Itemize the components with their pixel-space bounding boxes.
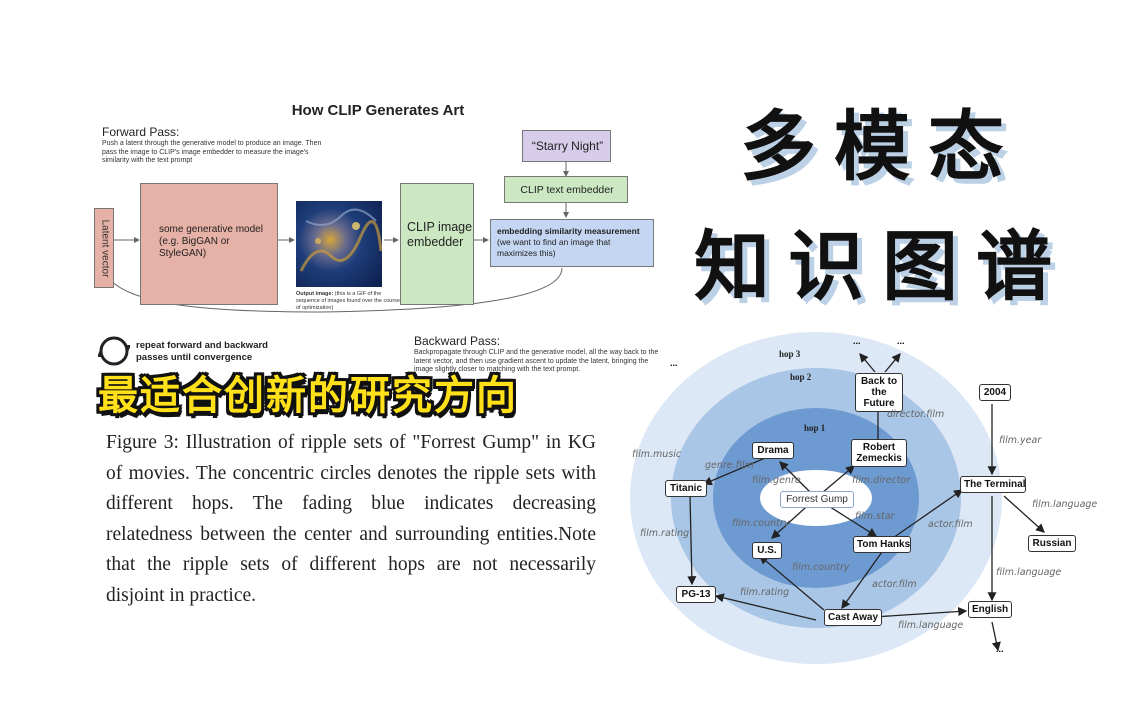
kg-ellipsis-top-right: ...	[897, 336, 905, 346]
headline-multimodal: 多模态	[740, 102, 1022, 191]
repeat-cycle-icon	[98, 336, 130, 366]
clip-diagram-title: How CLIP Generates Art	[291, 102, 465, 119]
edge-director-film: director.film	[887, 409, 945, 420]
node-back-to-the-future: Back to the Future	[855, 373, 903, 412]
clip-image-embedder-label: CLIP image embedder	[407, 220, 473, 249]
edge-film-language-3: film.language	[898, 620, 964, 631]
node-english: English	[968, 601, 1012, 618]
node-us: U.S.	[752, 542, 782, 559]
node-russian: Russian	[1028, 535, 1076, 552]
similarity-measurement-box: embedding similarity measurement (we wan…	[490, 219, 654, 267]
headline-banner: 最适合创新的研究方向	[98, 373, 518, 419]
clip-text-embedder-label: CLIP text embedder	[520, 184, 614, 196]
clip-image-embedder-box: CLIP image embedder	[400, 183, 474, 305]
edge-film-star: film.star	[855, 511, 895, 522]
edge-actor-film-1: actor.film	[928, 519, 973, 530]
node-the-terminal: The Terminal	[960, 476, 1026, 493]
edge-film-year: film.year	[999, 435, 1042, 446]
generative-model-box: some generative model (e.g. BigGAN or St…	[140, 183, 278, 305]
edge-film-country-2: film.country	[792, 562, 850, 573]
kg-ellipsis-top-left: ...	[853, 336, 861, 346]
clip-text-embedder-box: CLIP text embedder	[504, 176, 628, 203]
similarity-measurement-label: embedding similarity measurement (we wan…	[497, 226, 640, 258]
node-pg13: PG-13	[676, 586, 716, 603]
edge-genre-film: genre.film	[705, 460, 754, 471]
kg-ellipsis-bottom: ...	[996, 644, 1004, 654]
node-drama: Drama	[752, 442, 794, 459]
figure-caption: Figure 3: Illustration of ripple sets of…	[106, 432, 596, 606]
latent-vector-label: Latent vector	[99, 219, 111, 278]
node-2004: 2004	[979, 384, 1011, 401]
hop-3-label: hop 3	[779, 349, 801, 359]
text-prompt-label: “Starry Night”	[531, 139, 604, 153]
edge-film-director: film.director	[852, 475, 911, 486]
edge-film-music: film.music	[632, 449, 682, 460]
headline-knowledge-graph: 知识图谱	[694, 222, 1070, 311]
edge-film-language-1: film.language	[1032, 499, 1098, 510]
edge-film-rating-1: film.rating	[640, 528, 690, 539]
edge-film-country-1: film.country	[732, 518, 790, 529]
node-tom-hanks: Tom Hanks	[853, 536, 911, 553]
node-cast-away: Cast Away	[824, 609, 882, 626]
output-image-caption: Output image: (this is a GIF of the sequ…	[296, 291, 400, 311]
kg-ellipsis-left: ...	[670, 358, 678, 368]
edge-film-rating-2: film.rating	[740, 587, 790, 598]
ripple-knowledge-graph: hop 3 hop 2 hop 1 ... ... ... ... Forres…	[620, 330, 1146, 717]
node-robert-zemeckis: Robert Zemeckis	[851, 439, 907, 467]
node-titanic: Titanic	[665, 480, 707, 497]
edge-actor-film-2: actor.film	[872, 579, 917, 590]
latent-vector-box: Latent vector	[94, 208, 114, 288]
generative-model-label: some generative model (e.g. BigGAN or St…	[159, 224, 263, 259]
forward-pass-title: Forward Pass:	[102, 125, 180, 139]
backward-pass-description: Backpropagate through CLIP and the gener…	[414, 349, 659, 373]
output-image	[296, 201, 382, 287]
hop-2-label: hop 2	[790, 372, 812, 382]
clip-diagram-panel: How CLIP Generates Art Forward Pass: Pus…	[92, 100, 664, 373]
forward-pass-description: Push a latent through the generative mod…	[102, 140, 322, 164]
hop-1-label: hop 1	[804, 423, 826, 433]
repeat-instruction: repeat forward and backward passes until…	[136, 340, 268, 363]
backward-pass-title: Backward Pass:	[414, 334, 501, 348]
text-prompt-box: “Starry Night”	[522, 130, 611, 162]
edge-film-language-2: film.language	[996, 567, 1062, 578]
node-forrest-gump: Forrest Gump	[780, 491, 854, 508]
edge-film-genre: film.genre	[752, 475, 801, 486]
